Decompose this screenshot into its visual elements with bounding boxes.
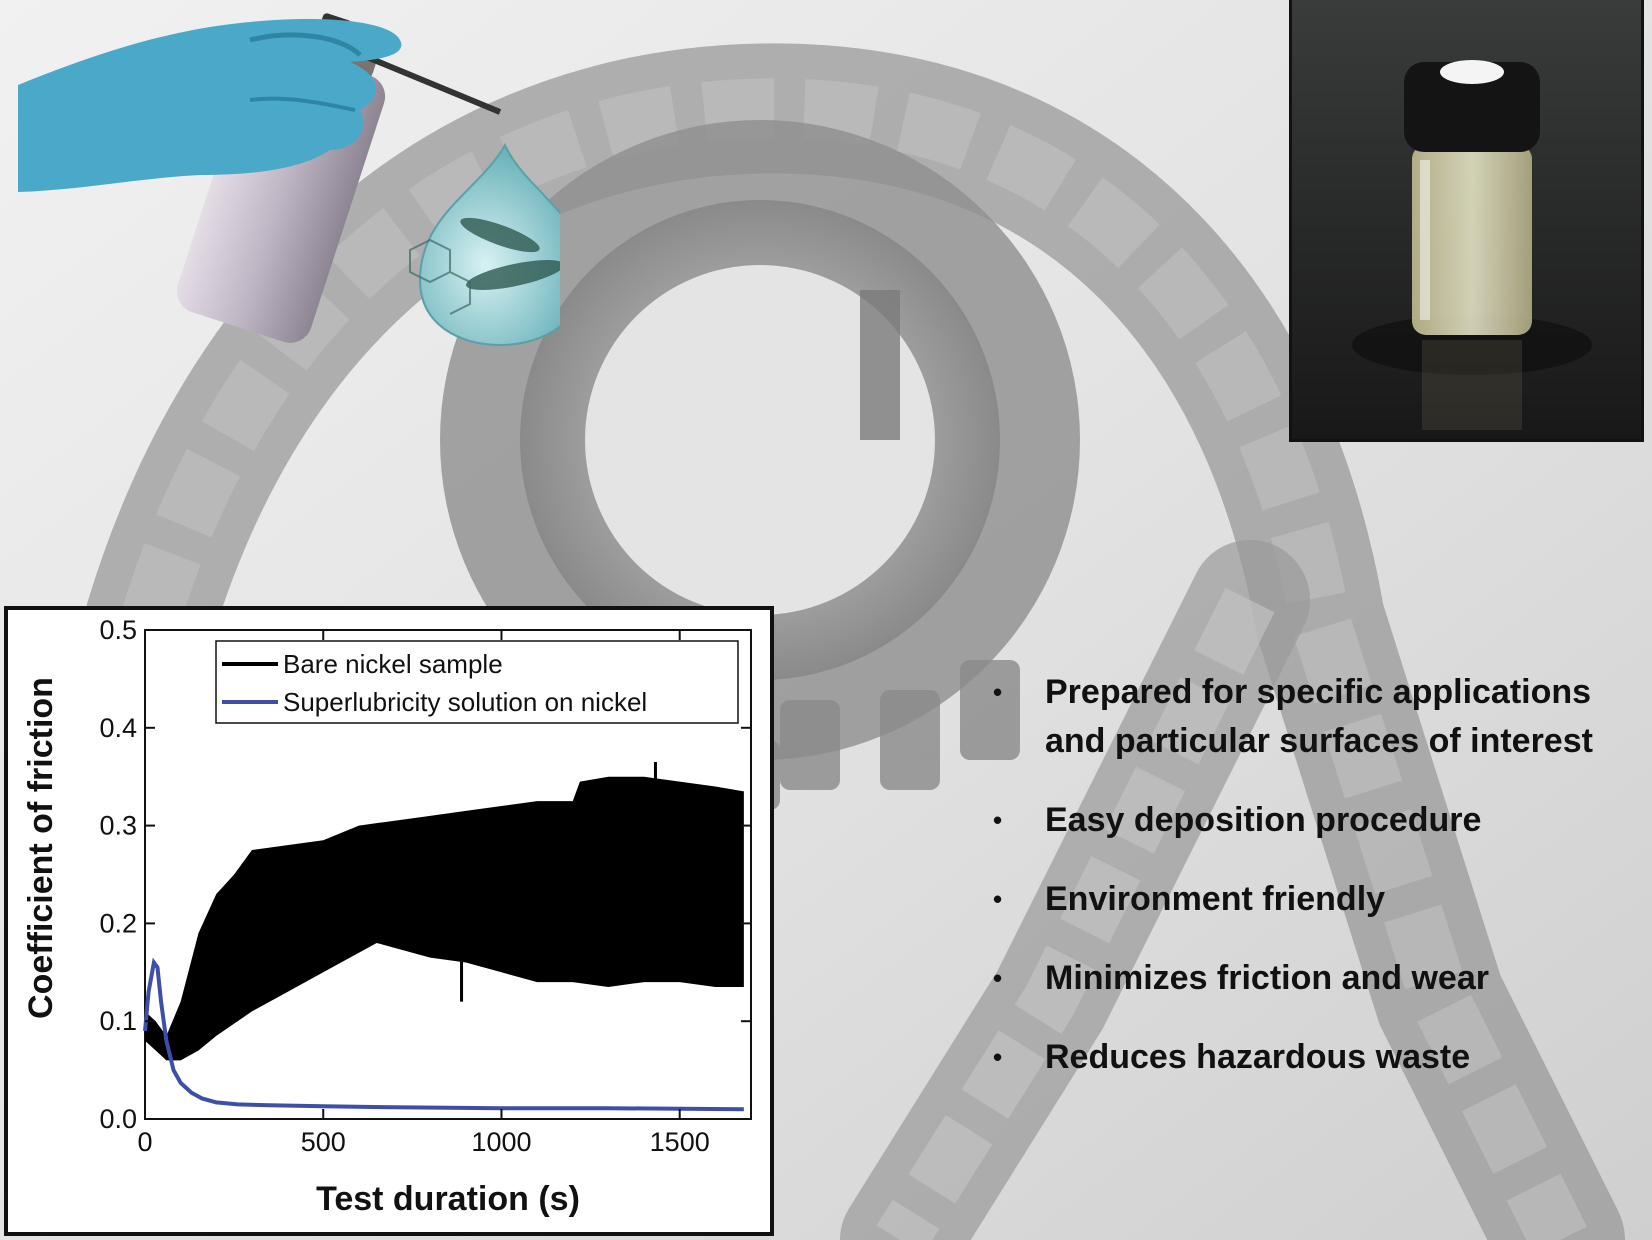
plot-frame [144, 629, 752, 1120]
y-tick-label: 0.4 [99, 713, 137, 743]
feature-item: • Reduces hazardous waste [990, 1033, 1630, 1082]
legend-box [215, 640, 739, 724]
feature-item: • Environment friendly [990, 875, 1630, 924]
vial-photo [1289, 0, 1644, 442]
bullet-icon: • [993, 1042, 1003, 1072]
legend-label: Superlubricity solution on nickel [283, 687, 647, 717]
bullet-icon: • [993, 884, 1003, 914]
feature-item: • Prepared for specific applications and … [990, 668, 1630, 766]
feature-list: • Prepared for specific applications and … [990, 668, 1630, 1112]
friction-chart-svg: 0 500 1000 1500 0.0 0.1 0.2 0.3 0.4 0.5 Bare nick… [22, 615, 752, 1218]
legend-label: Bare nickel sample [283, 649, 503, 679]
superlubricity-series [143, 957, 744, 1112]
y-axis-title: Coefficient of friction [22, 677, 60, 1019]
bullet-icon: • [993, 963, 1003, 993]
y-tick-label: 0.2 [99, 908, 137, 938]
y-tick-label: 0.0 [99, 1104, 137, 1134]
bullet-icon: • [993, 805, 1003, 835]
feature-item: • Minimizes friction and wear [990, 954, 1630, 1003]
feature-item: • Easy deposition procedure [990, 796, 1630, 845]
x-tick-label: 1000 [471, 1127, 531, 1157]
y-tick-label: 0.3 [99, 811, 137, 841]
friction-chart: 0 500 1000 1500 0.0 0.1 0.2 0.3 0.4 0.5 Bare nick… [4, 606, 774, 1236]
feature-text: Reduces hazardous waste [1045, 1038, 1471, 1076]
feature-text: Easy deposition procedure [1045, 801, 1482, 839]
spray-can-illustration [18, 13, 560, 347]
vial-icon [1352, 60, 1592, 430]
feature-text: Environment friendly [1045, 880, 1386, 918]
y-tick-label: 0.1 [99, 1006, 137, 1036]
x-tick-label: 1500 [650, 1127, 710, 1157]
y-tick-label: 0.5 [99, 615, 137, 645]
x-axis-title: Test duration (s) [316, 1180, 580, 1218]
x-tick-label: 500 [301, 1127, 346, 1157]
feature-text: Prepared for specific applications and p… [1045, 673, 1593, 760]
x-tick-label: 0 [137, 1127, 152, 1157]
feature-text: Minimizes friction and wear [1045, 959, 1489, 997]
bare-nickel-series [145, 776, 744, 1061]
bullet-icon: • [993, 677, 1003, 707]
